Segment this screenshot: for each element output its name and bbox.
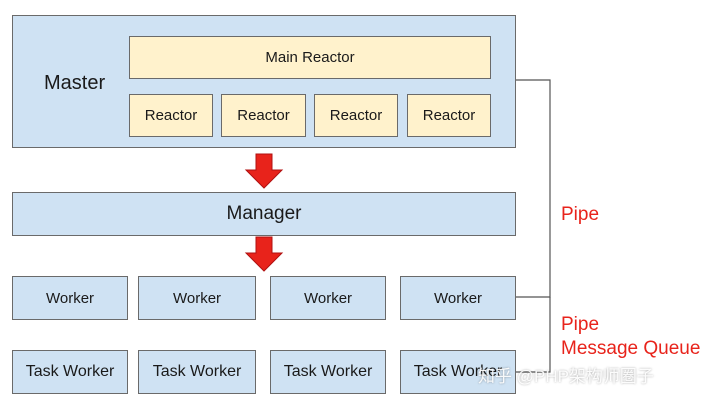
pipe-label: Pipe: [561, 204, 600, 225]
pipe-mq-label-line2: Message Queue: [561, 338, 701, 359]
master-label: Master: [44, 72, 106, 94]
task-worker-box-1: Task Worker: [12, 350, 128, 394]
reactor-box-2: Reactor: [221, 94, 306, 137]
worker-box-1: Worker: [12, 276, 128, 320]
task-worker-box-3: Task Worker: [270, 350, 386, 394]
watermark-text: 知乎 @PHP架构师圈子: [478, 367, 654, 386]
arrow-manager-to-worker: [244, 236, 284, 272]
worker-box-3: Worker: [270, 276, 386, 320]
pipe-mq-label-line1: Pipe: [561, 314, 600, 335]
manager-box: Manager: [12, 192, 516, 236]
master-worker-connector: [516, 79, 551, 298]
worker-taskworker-connector: [516, 297, 551, 373]
task-worker-box-4: Task Worker: [400, 350, 516, 394]
reactor-box-1: Reactor: [129, 94, 213, 137]
worker-box-4: Worker: [400, 276, 516, 320]
reactor-box-3: Reactor: [314, 94, 398, 137]
reactor-box-4: Reactor: [407, 94, 491, 137]
arrow-master-to-manager: [244, 153, 284, 189]
worker-box-2: Worker: [138, 276, 256, 320]
task-worker-box-2: Task Worker: [138, 350, 256, 394]
main-reactor-box: Main Reactor: [129, 36, 491, 79]
